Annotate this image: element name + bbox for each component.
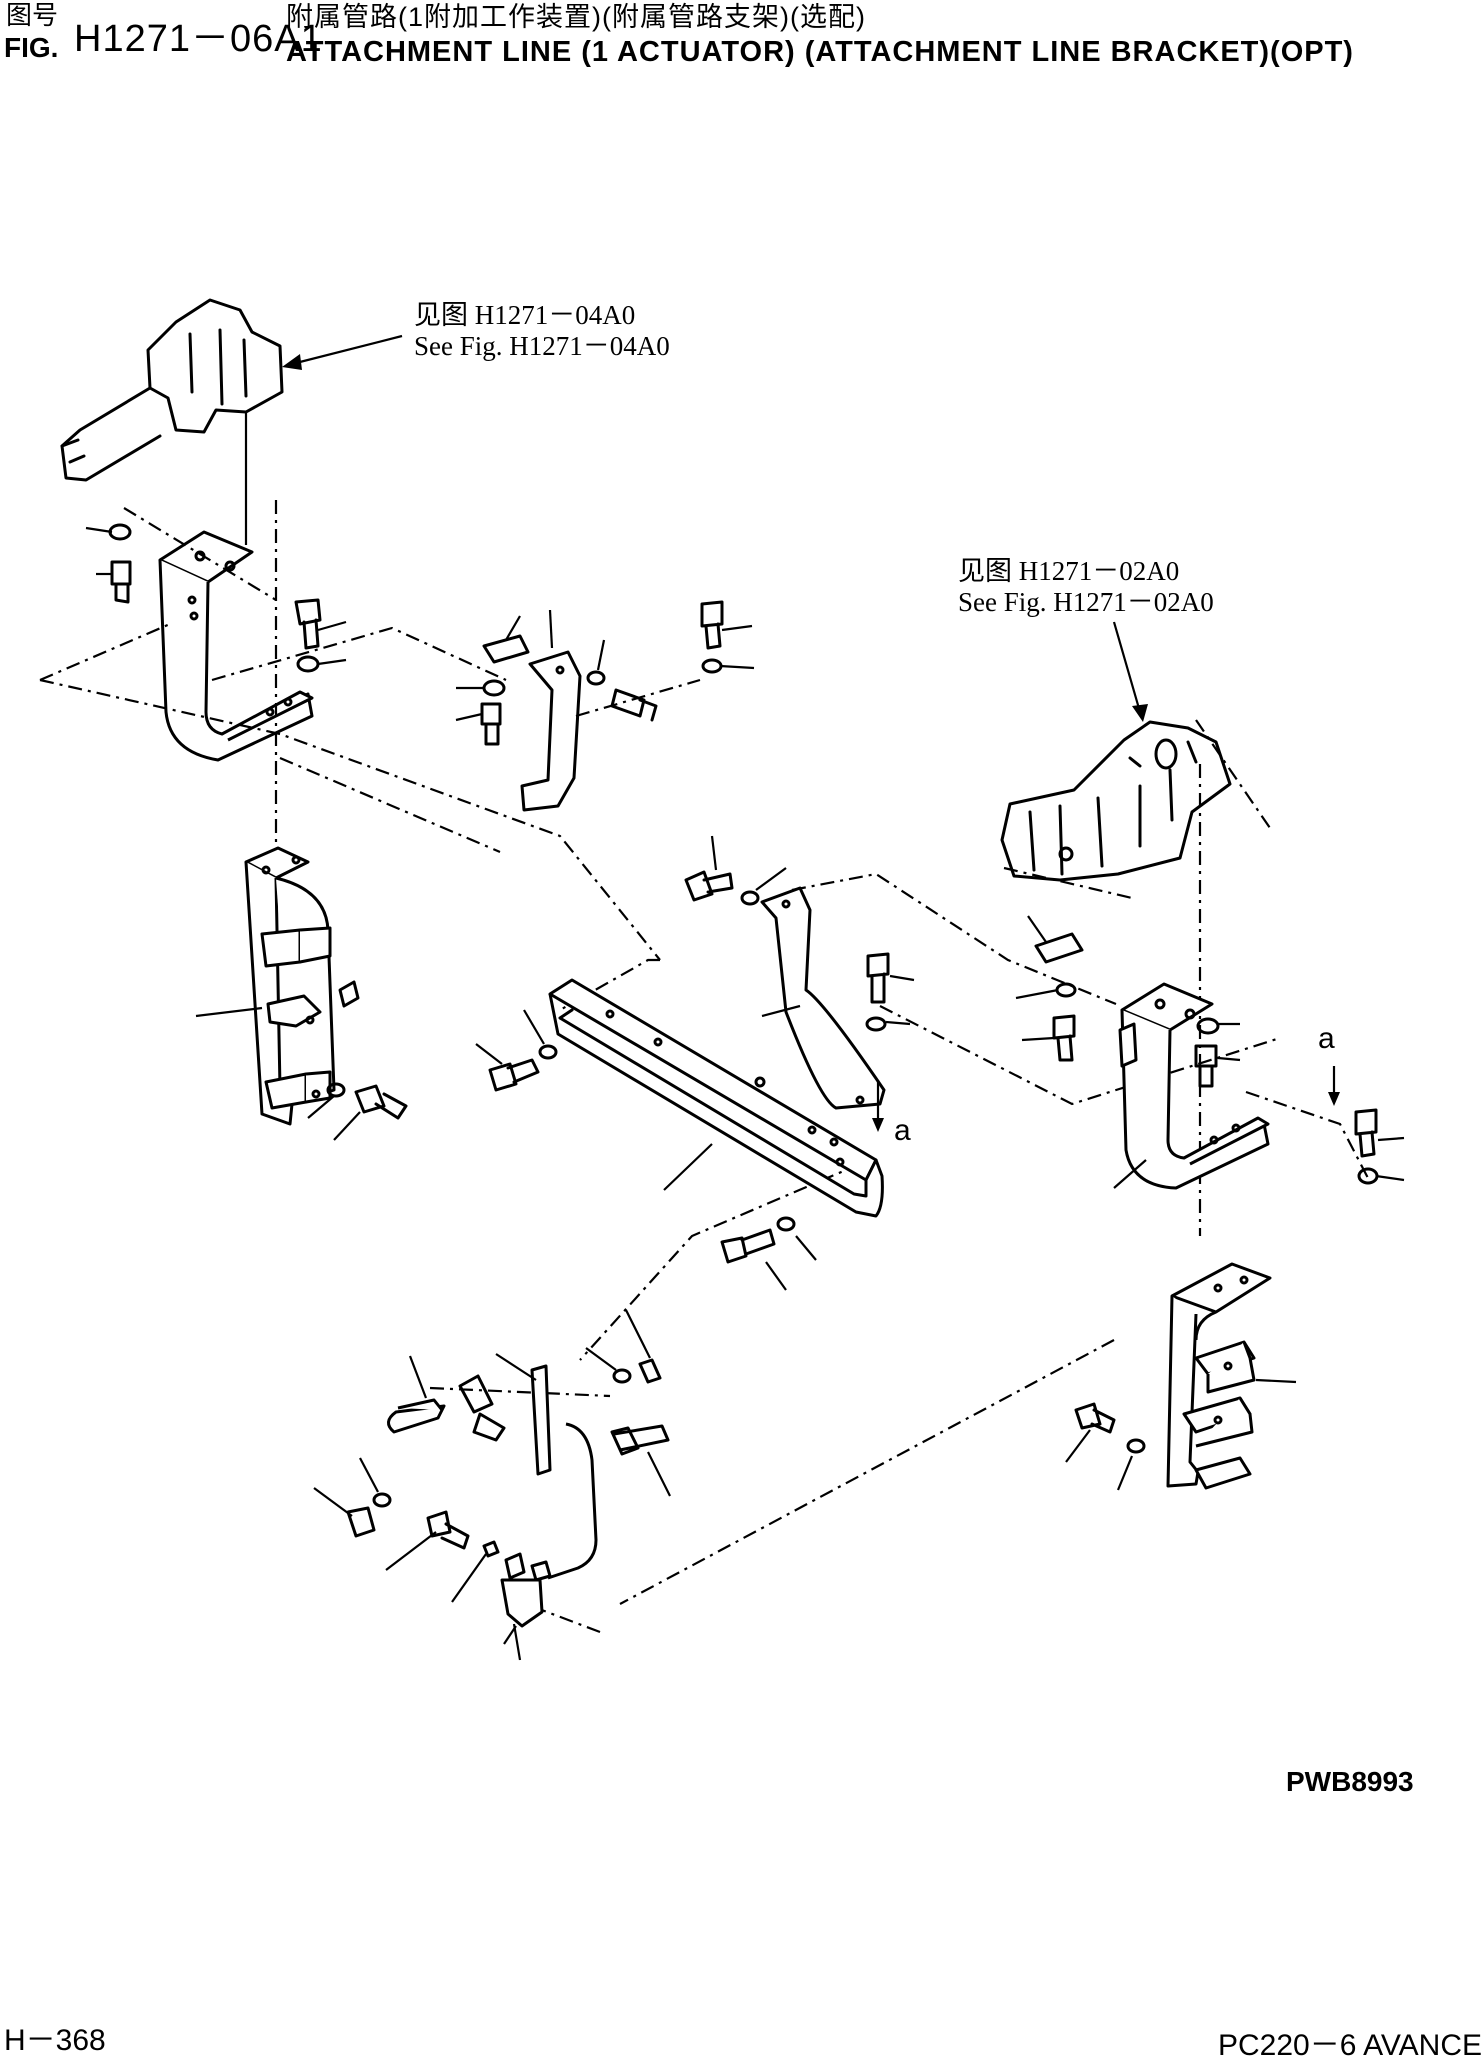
bolt-set-lower-left	[307, 1082, 408, 1141]
reference-note-top-chinese: 见图 H1271－04A0	[414, 300, 636, 330]
reference-arrow-top	[282, 334, 403, 370]
assembly-centerlines	[39, 500, 1371, 1634]
bolt-set-upper-right	[1194, 1017, 1405, 1185]
l-bracket-upper-right	[1113, 982, 1270, 1190]
title-chinese: 附属管路(1附加工作装置)(附属管路支架)(选配)	[286, 2, 866, 32]
figure-label-chinese: 图号	[6, 0, 59, 30]
title-english: ATTACHMENT LINE (1 ACTUATOR) (ATTACHMENT…	[286, 36, 1354, 68]
clamp-plate-lower	[500, 1552, 552, 1661]
callout-a-center: a	[872, 1080, 911, 1147]
bolt-set-hose-lower	[313, 1457, 500, 1603]
callout-a-label: a	[1318, 1022, 1335, 1055]
l-bracket-upper-left	[158, 530, 314, 762]
clamp-block-right	[1015, 915, 1084, 1062]
figure-label: FIG.	[4, 32, 59, 63]
reference-note-right-chinese: 见图 H1271－02A0	[958, 556, 1180, 586]
long-channel-bracket	[548, 978, 884, 1218]
vertical-bracket-lower-left	[195, 846, 360, 1126]
stay-bracket-center	[760, 886, 886, 1110]
bolt-set-lower-right	[1065, 1402, 1146, 1491]
reference-note-right-english: See Fig. H1271－02A0	[958, 587, 1214, 618]
drawing-code: PWB8993	[1286, 1766, 1414, 1797]
hose-clamp-assembly	[387, 1309, 671, 1580]
bolt-set-center-right	[684, 835, 915, 1032]
bolt-set-center-bottom	[720, 1216, 817, 1291]
machine-model: PC220－6 AVANCE	[1218, 2029, 1483, 2061]
callout-a-right: a	[1318, 1022, 1340, 1106]
stay-bracket-upper	[520, 609, 582, 812]
control-valve-upper	[60, 298, 284, 482]
figure-number: H1271－06A1	[74, 18, 323, 60]
reference-arrow-right	[1112, 621, 1148, 722]
bolt-set-center-left	[475, 1009, 558, 1092]
reference-note-top-english: See Fig. H1271－04A0	[414, 331, 670, 362]
bolt-set-upper-center	[586, 600, 755, 722]
reference-note-right: 见图 H1271－02A0 See Fig. H1271－02A0	[958, 556, 1214, 618]
callout-a-label: a	[894, 1114, 911, 1147]
reference-note-top: 见图 H1271－04A0 See Fig. H1271－04A0	[414, 300, 670, 362]
bolt-set-upper-left	[85, 523, 347, 673]
control-valve-right	[1000, 720, 1232, 882]
page-number: H－368	[4, 2024, 106, 2057]
clamp-block-upper	[455, 615, 530, 746]
vertical-bracket-lower-right	[1166, 1262, 1297, 1490]
